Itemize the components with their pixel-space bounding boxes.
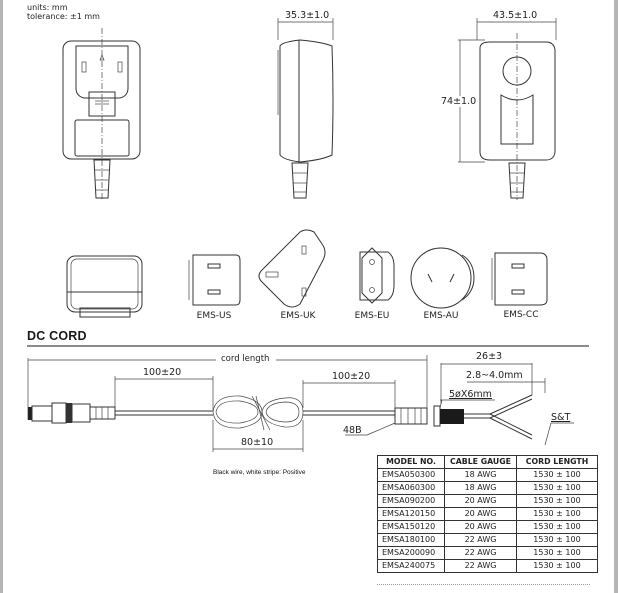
model-cell: EMSA120150 — [377, 507, 445, 521]
length-cell: 1530 ± 100 — [516, 559, 598, 573]
scrollbar-track[interactable] — [614, 0, 618, 593]
side-width-dimension: 35.3±1.0 — [285, 10, 330, 21]
model-cell: EMSA090200 — [377, 494, 445, 508]
plug-eu-drawing — [359, 247, 395, 304]
plug-uk-drawing — [258, 229, 326, 308]
barrel-size-label: 5øX6mm — [449, 389, 492, 400]
end-finish-label: S&T — [551, 412, 571, 423]
plug-cc-drawing — [491, 252, 548, 306]
plug-au-drawing — [410, 247, 475, 309]
model-cell: EMSA150120 — [377, 520, 445, 534]
model-cell: EMSA180100 — [377, 533, 445, 547]
split-length-dimension: 26±3 — [476, 351, 503, 362]
gauge-cell: 22 AWG — [444, 533, 517, 547]
header-cord-length: CORD LENGTH — [516, 455, 598, 469]
ferrite-label: 48B — [343, 425, 362, 436]
adapter-bottom-view — [66, 255, 143, 318]
model-cell: EMSA240075 — [377, 559, 445, 573]
gauge-cell: 18 AWG — [444, 481, 517, 495]
length-cell: 1530 ± 100 — [516, 468, 598, 482]
plug-us-drawing — [188, 254, 241, 306]
dc-cord-title: DC CORD — [27, 329, 87, 343]
plug-label-uk: EMS-UK — [280, 311, 316, 321]
right-strain-relief-dimension: 100±20 — [332, 371, 371, 382]
model-cell: EMSA060300 — [377, 481, 445, 495]
plug-label-us: EMS-US — [196, 311, 232, 321]
adapter-side-view — [277, 18, 334, 199]
header-cable-gauge: CABLE GAUGE — [444, 455, 517, 469]
model-cell: EMSA050300 — [377, 468, 445, 482]
length-cell: 1530 ± 100 — [516, 533, 598, 547]
dc-cord-drawing — [27, 355, 574, 452]
length-cell: 1530 ± 100 — [516, 494, 598, 508]
model-spec-table: MODEL NO. CABLE GAUGE CORD LENGTH EMSA05… — [377, 455, 598, 573]
units-label: units: mm — [27, 3, 68, 12]
back-height-dimension: 74±1.0 — [441, 96, 477, 107]
gauge-cell: 22 AWG — [444, 546, 517, 560]
length-cell: 1530 ± 100 — [516, 507, 598, 521]
units-note: units: mm tolerance: ±1 mm — [27, 3, 100, 21]
page-edge-left — [0, 0, 3, 593]
table-header-row: MODEL NO. CABLE GAUGE CORD LENGTH — [377, 455, 598, 469]
adapter-front-view — [62, 28, 141, 200]
tolerance-label: tolerance: ±1 mm — [27, 12, 100, 21]
coil-length-dimension: 80±10 — [241, 437, 274, 448]
gauge-cell: 18 AWG — [444, 468, 517, 482]
plug-label-au: EMS-AU — [423, 311, 459, 321]
section-divider — [27, 345, 589, 347]
model-cell: EMSA200090 — [377, 546, 445, 560]
gauge-cell: 22 AWG — [444, 559, 517, 573]
cord-length-label: cord length — [219, 354, 272, 364]
length-cell: 1530 ± 100 — [516, 520, 598, 534]
header-model-no: MODEL NO. — [377, 455, 445, 469]
strip-length-dimension: 2.8~4.0mm — [466, 370, 523, 381]
left-strain-relief-dimension: 100±20 — [143, 367, 182, 378]
length-cell: 1530 ± 100 — [516, 481, 598, 495]
polarity-note: Black wire, white stripe: Positive — [213, 469, 306, 476]
plug-label-cc: EMS-CC — [503, 310, 539, 320]
adapter-back-view — [458, 18, 557, 200]
back-width-dimension: 43.5±1.0 — [493, 10, 538, 21]
gauge-cell: 20 AWG — [444, 520, 517, 534]
gauge-cell: 20 AWG — [444, 494, 517, 508]
gauge-cell: 20 AWG — [444, 507, 517, 521]
plug-label-eu: EMS-EU — [354, 311, 390, 321]
table-bottom-rule — [377, 584, 590, 586]
length-cell: 1530 ± 100 — [516, 546, 598, 560]
